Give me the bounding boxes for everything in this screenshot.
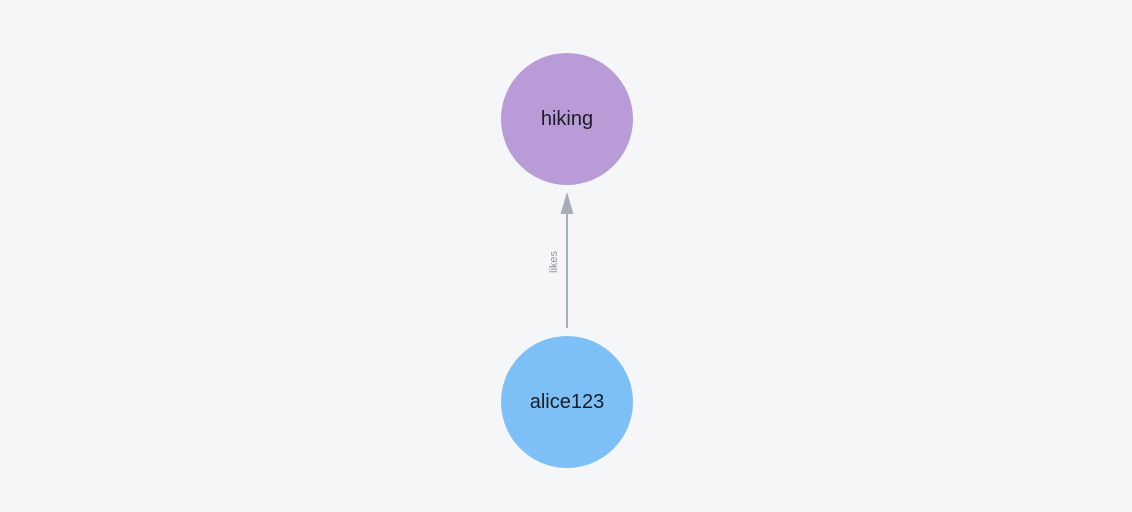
node-hiking[interactable]: hiking	[501, 53, 633, 185]
edge-label[interactable]: likes	[548, 251, 560, 274]
node-hiking-circle[interactable]	[501, 53, 633, 185]
edge-arrowhead-icon	[560, 192, 574, 214]
edge-likes[interactable]: likes	[548, 192, 574, 328]
node-alice123[interactable]: alice123	[501, 336, 633, 468]
node-alice123-label: alice123	[530, 391, 605, 413]
node-hiking-label: hiking	[541, 108, 593, 130]
node-alice123-circle[interactable]	[501, 336, 633, 468]
